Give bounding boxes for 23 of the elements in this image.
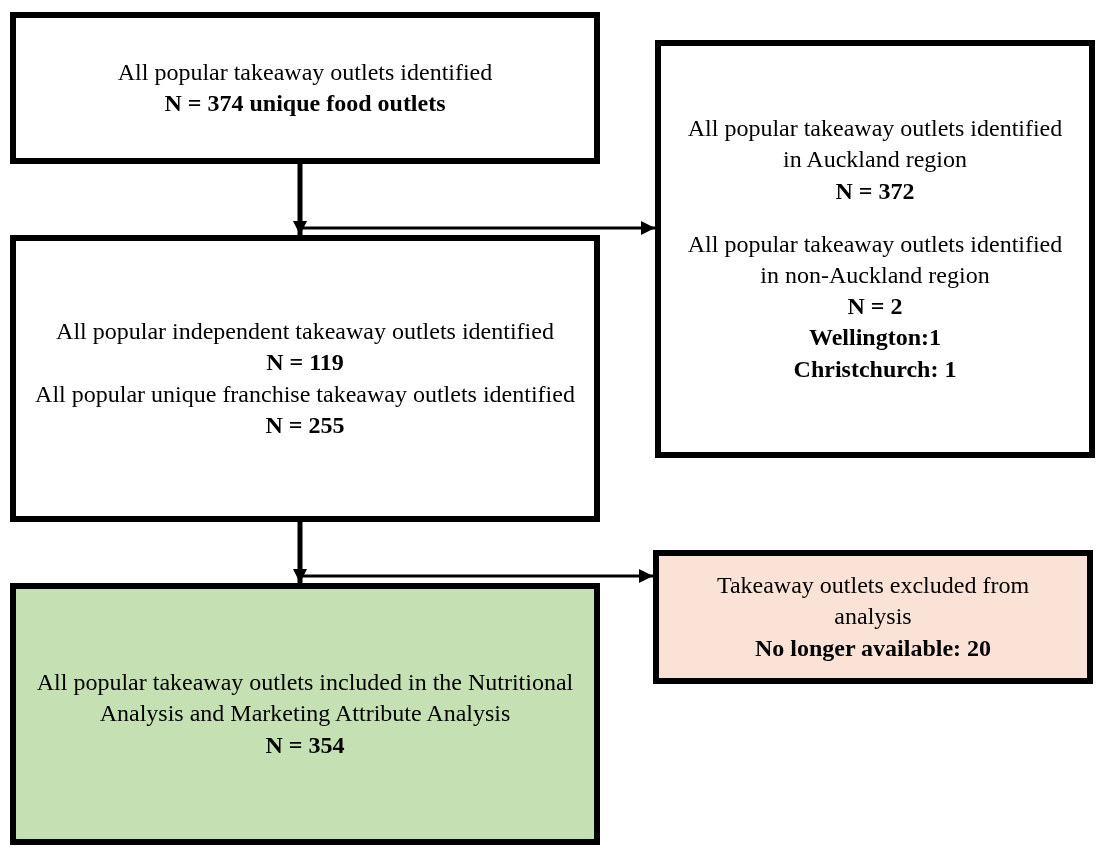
box-text: Takeaway outlets excluded from analysis [715, 571, 1031, 632]
box-text: All popular takeaway outlets identified in non-Auckland region [686, 229, 1064, 290]
count-text: N = 354 [265, 730, 345, 760]
count-text: No longer available: 20 [754, 633, 992, 663]
box-text: All popular independent takeaway outlets identified [56, 317, 554, 347]
box-text: All popular takeaway outlets identified in Auckland region [686, 114, 1064, 175]
count-text: N = 374 unique food outlets [164, 89, 446, 118]
arrow [293, 522, 307, 583]
process-box [655, 40, 1095, 458]
count-text: Christchurch: 1 [793, 354, 957, 384]
count-text: N = 119 [266, 348, 344, 378]
box-text: All popular unique franchise takeaway outlets identified [35, 379, 575, 409]
count-text: N = 255 [265, 410, 345, 440]
process-box [10, 583, 600, 845]
arrow [293, 164, 307, 235]
count-text: Wellington:1 [809, 323, 941, 353]
process-box [10, 12, 600, 164]
process-box [10, 235, 600, 522]
process-box [653, 550, 1093, 684]
count-text: N = 2 [847, 292, 903, 322]
box-text: All popular takeaway outlets identified [117, 57, 493, 87]
box-text: All popular takeaway outlets included in the Nutritional Analysis and Marketing Attribute Analysis [35, 668, 575, 729]
count-text: N = 372 [835, 176, 915, 206]
